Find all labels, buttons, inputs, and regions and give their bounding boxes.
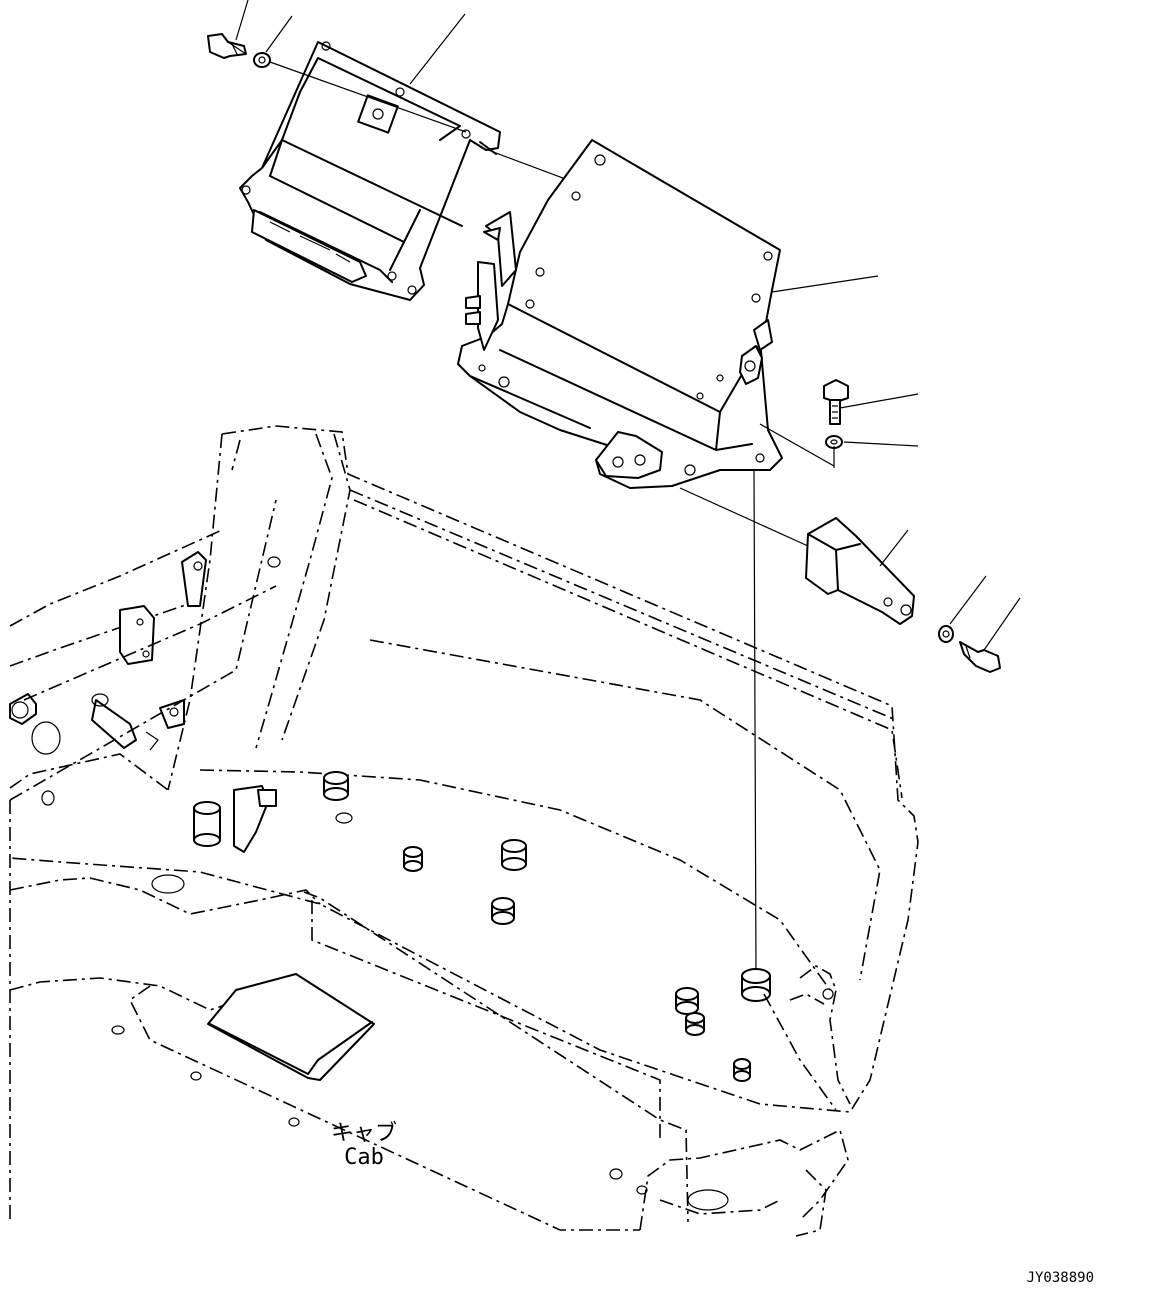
- washer-right: [825, 435, 919, 449]
- cover-plate: [805, 517, 915, 625]
- right-frame-curve: [763, 965, 851, 1111]
- bolt-top-left: [207, 0, 249, 59]
- cab-floor-frame: [9, 425, 919, 1237]
- cab-label-english: Cab: [344, 1145, 384, 1170]
- mounting-bracket: [457, 139, 783, 489]
- floor-step: [207, 973, 375, 1081]
- bolt-right-vertical: [823, 379, 919, 425]
- cab-label-japanese: キャブ: [331, 1121, 397, 1146]
- drawing-number: JY038890: [1027, 1270, 1094, 1286]
- washer-lower-right: [938, 575, 987, 643]
- left-frame-parts: [9, 499, 277, 853]
- floor-bosses: [41, 556, 771, 1211]
- controller-unit: [239, 41, 501, 301]
- washer-top-left: [253, 15, 293, 68]
- bolt-lower-right: [959, 597, 1021, 673]
